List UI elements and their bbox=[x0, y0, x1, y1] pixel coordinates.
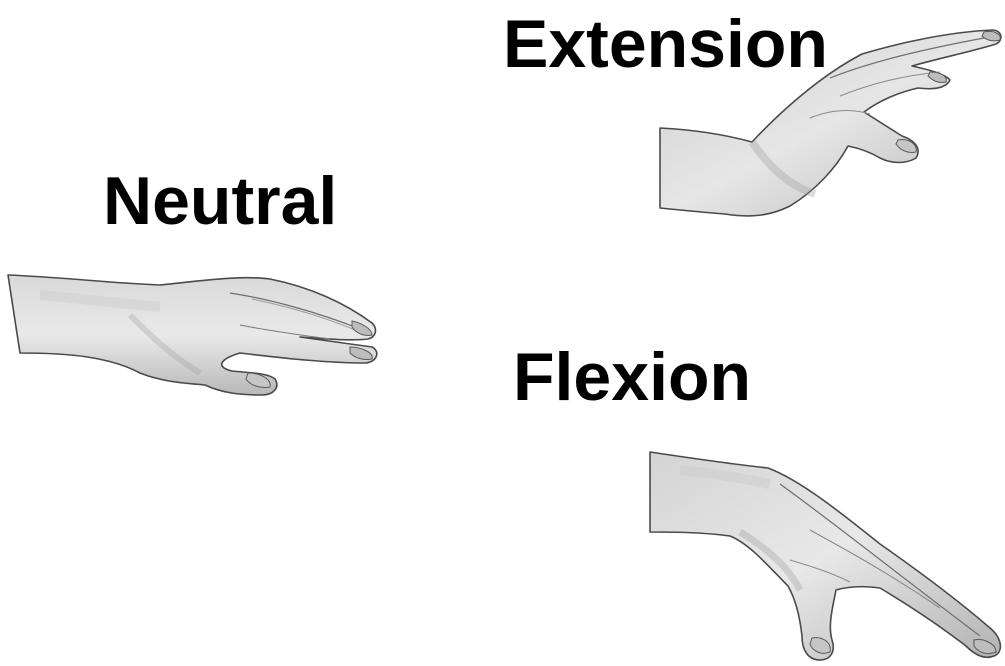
flexion-hand-illustration bbox=[640, 440, 1005, 666]
label-flexion: Flexion bbox=[513, 343, 751, 411]
label-neutral: Neutral bbox=[103, 167, 337, 235]
flexion-hand-silhouette bbox=[650, 452, 1000, 660]
neutral-hand-illustration bbox=[0, 255, 390, 405]
extension-hand-illustration bbox=[640, 18, 1005, 228]
